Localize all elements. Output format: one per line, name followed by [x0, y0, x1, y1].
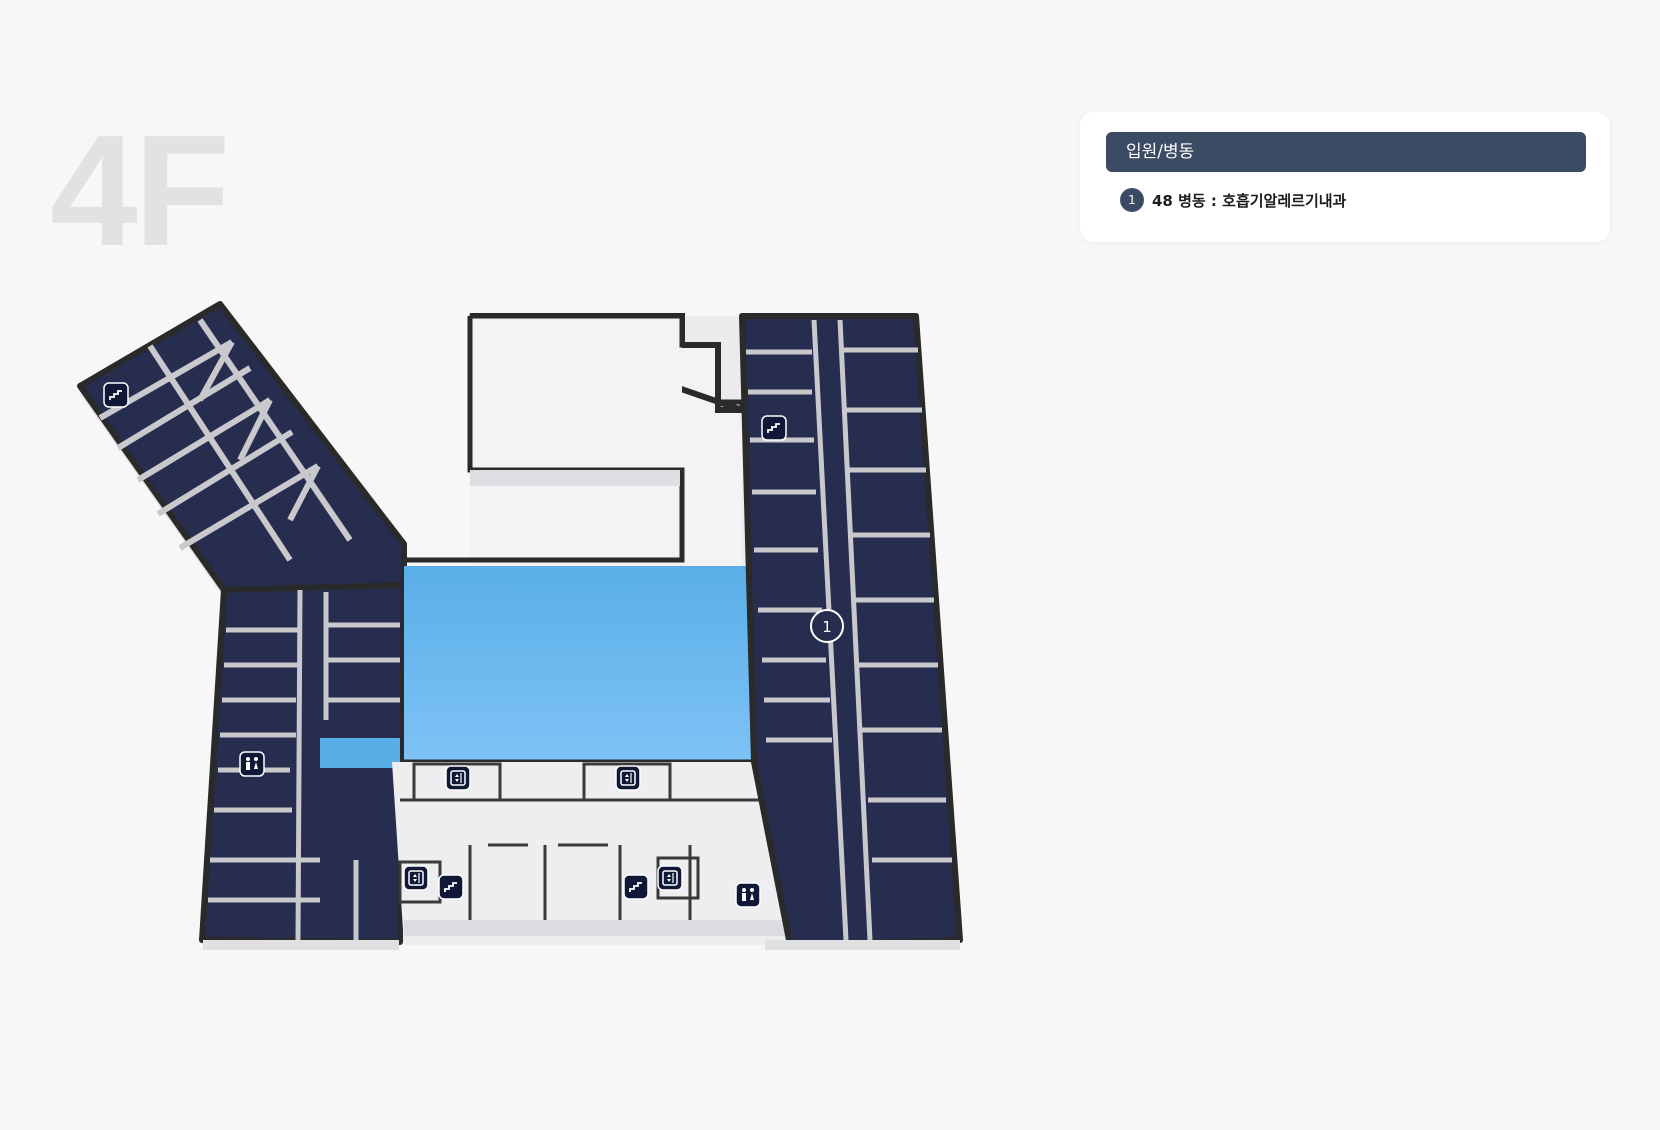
elevator-icon[interactable]: [403, 865, 429, 891]
west-vertical-wing: [199, 582, 407, 950]
stairs-icon[interactable]: [761, 415, 787, 441]
south-core: [392, 762, 795, 945]
location-marker[interactable]: 1: [810, 609, 844, 643]
elevator-icon[interactable]: [657, 865, 683, 891]
restroom-icon[interactable]: [735, 882, 761, 908]
legend-item-label: 48 병동 : 호흡기알레르기내과: [1152, 191, 1347, 210]
floor-label: 4F: [50, 103, 230, 279]
courtyard: [404, 566, 754, 765]
north-annex: [404, 313, 756, 566]
west-wing: [77, 301, 407, 598]
legend-panel: 입원/병동 1 48 병동 : 호흡기알레르기내과: [1080, 112, 1610, 242]
legend-header: 입원/병동: [1106, 132, 1586, 172]
stairs-icon[interactable]: [623, 874, 649, 900]
east-wing: [739, 313, 963, 950]
legend-item[interactable]: 1 48 병동 : 호흡기알레르기내과: [1120, 188, 1346, 212]
elevator-icon[interactable]: [615, 765, 641, 791]
stairs-icon[interactable]: [103, 382, 129, 408]
stairs-icon[interactable]: [438, 874, 464, 900]
restroom-icon[interactable]: [239, 751, 265, 777]
elevator-icon[interactable]: [445, 765, 471, 791]
legend-marker: 1: [1120, 188, 1144, 212]
location-marker-number: 1: [822, 618, 832, 636]
